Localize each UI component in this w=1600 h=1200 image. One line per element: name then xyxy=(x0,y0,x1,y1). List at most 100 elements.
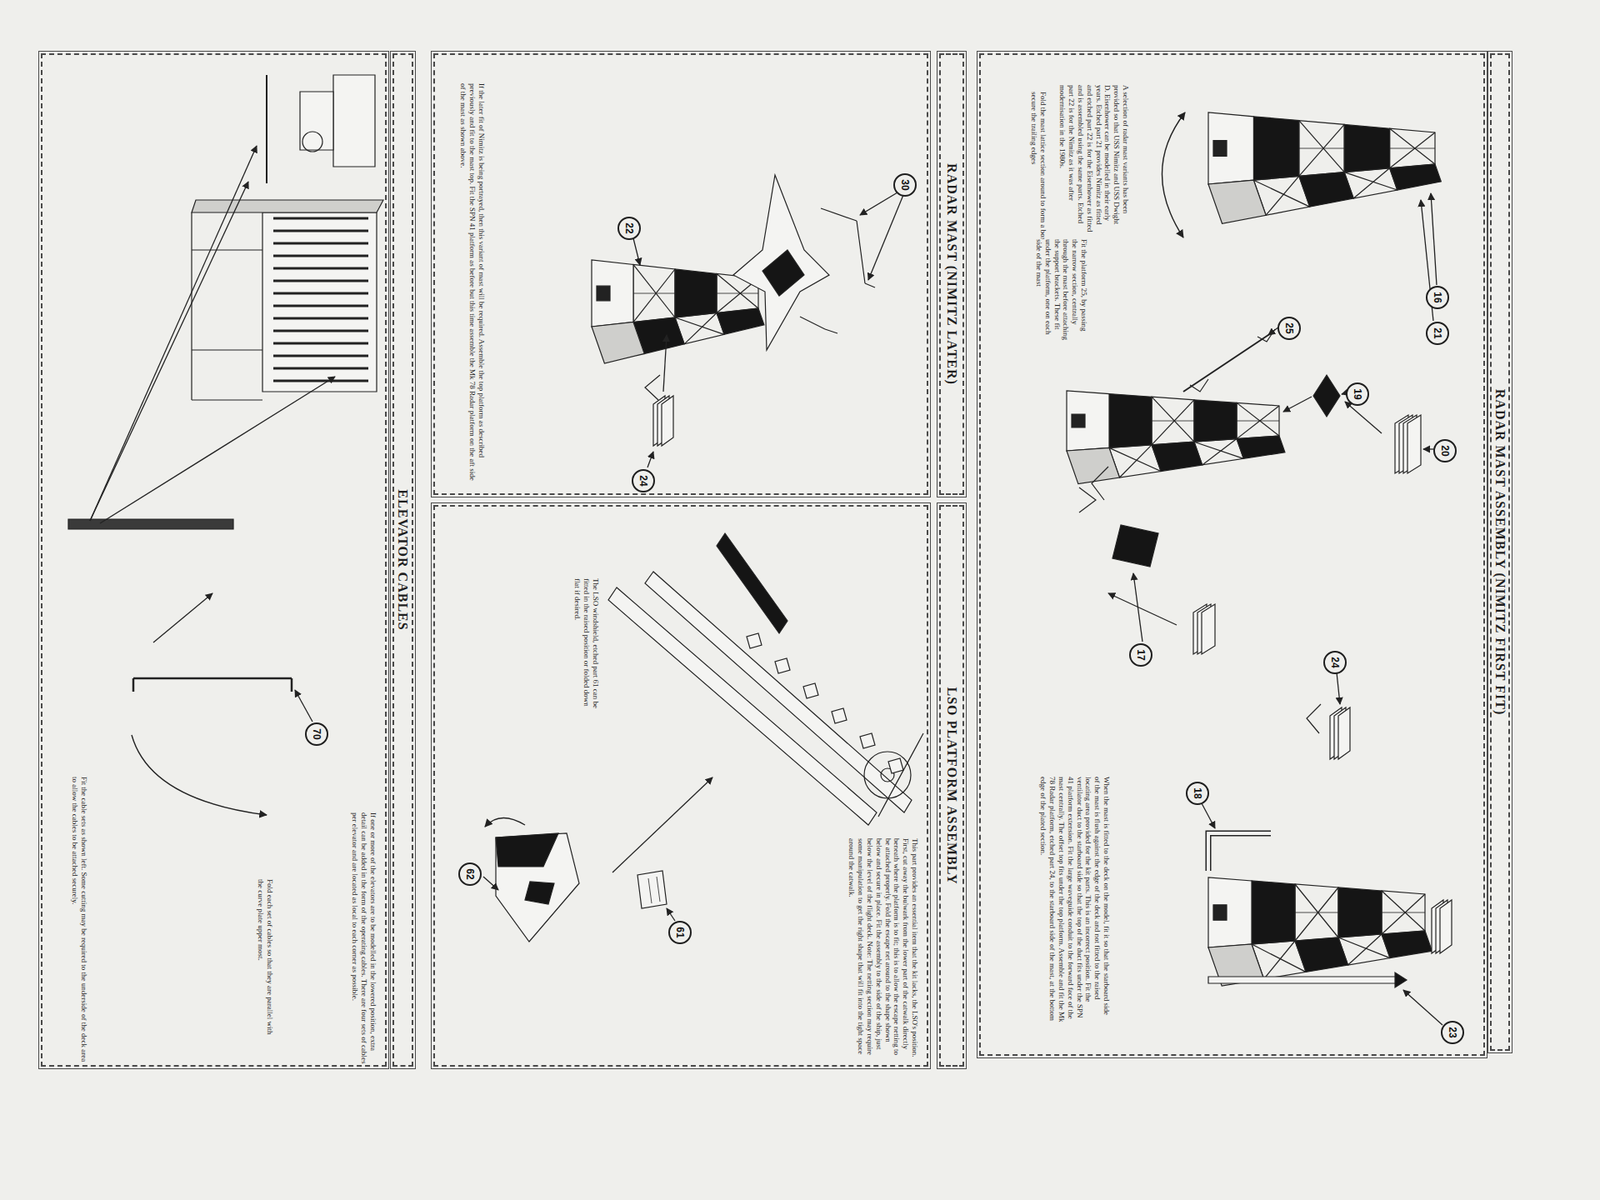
callout-number: 18 xyxy=(1185,781,1210,805)
drawing-shape xyxy=(637,870,667,909)
leader-arrow xyxy=(153,593,213,643)
drawing-shape xyxy=(1112,525,1159,567)
drawing-shape xyxy=(675,269,717,318)
drawing-shape xyxy=(860,733,875,749)
drawing-line xyxy=(273,242,369,245)
leader-arrow xyxy=(483,876,499,890)
instruction-note: Fold each set of cables so that they are… xyxy=(255,879,275,1043)
leader-arrow xyxy=(1108,593,1177,625)
drawing-line xyxy=(656,876,660,902)
drawing-line xyxy=(1119,445,1152,478)
drawing-line xyxy=(1390,148,1435,150)
drawing-shape xyxy=(864,751,911,799)
callout-number: 25 xyxy=(1277,316,1301,340)
drawing-line xyxy=(820,208,857,221)
callout-text: 24 xyxy=(1329,656,1341,668)
instruction-panel: This part provides an essential item tha… xyxy=(433,505,929,1067)
drawing-shape xyxy=(1194,400,1237,442)
drawing-line xyxy=(1236,420,1280,422)
drawing-line xyxy=(1295,912,1339,914)
callout-text: 30 xyxy=(899,179,911,190)
drawing-shape xyxy=(633,265,675,323)
leader-arrow xyxy=(647,451,654,468)
drawing-line xyxy=(1295,887,1339,941)
drawing-line xyxy=(1109,447,1161,471)
drawing-shape xyxy=(716,533,788,634)
drawing-shape xyxy=(1201,604,1215,655)
drawing-shape xyxy=(1213,905,1227,920)
instruction-note: Fit the platform 25, by passing the narr… xyxy=(1034,239,1089,341)
drawing-line xyxy=(273,355,369,358)
drawing-line xyxy=(1257,329,1275,342)
leader-arrow xyxy=(90,181,249,521)
drawing-line xyxy=(273,317,369,320)
instruction-note: This part provides an essential item tha… xyxy=(847,838,920,1063)
drawing-line xyxy=(648,878,652,904)
leader-arrow xyxy=(868,195,904,280)
drawing-shape xyxy=(1295,884,1339,941)
heading-band: ELEVATOR CABLES xyxy=(392,53,414,1067)
drawing-shape xyxy=(596,285,610,301)
callout-text: 25 xyxy=(1283,322,1295,334)
callout-text: 17 xyxy=(1135,649,1147,660)
drawing-shape xyxy=(591,322,645,365)
drawing-shape xyxy=(1440,900,1452,954)
drawing-shape xyxy=(302,131,323,152)
instruction-panel: Fold the mast lattice section around to … xyxy=(979,53,1485,1056)
instruction-note: Fit the cable sets as shown left. Some c… xyxy=(70,776,89,1065)
drawing-line xyxy=(273,255,369,258)
drawing-shape xyxy=(746,633,762,649)
drawing-line xyxy=(856,220,865,284)
drawing-shape xyxy=(1344,124,1390,172)
callout-text: 61 xyxy=(674,926,686,938)
mast-lattice xyxy=(1066,390,1285,485)
callout-number: 22 xyxy=(617,216,641,240)
radar-platform xyxy=(653,395,674,446)
drawing-line xyxy=(1202,439,1237,465)
drawing-line xyxy=(1306,704,1321,734)
drawing-shape xyxy=(1338,707,1350,760)
drawing-shape xyxy=(661,395,674,446)
drawing-shape xyxy=(733,175,830,350)
drawing-line xyxy=(684,313,717,345)
drawing-shape xyxy=(1208,976,1396,984)
callout-text: 24 xyxy=(637,475,650,486)
drawing-shape xyxy=(1390,128,1435,169)
drawing-line xyxy=(273,342,369,345)
drawing-line xyxy=(1194,441,1244,459)
drawing-line xyxy=(1344,172,1398,190)
callout-text: 18 xyxy=(1191,787,1204,799)
drawing-line xyxy=(633,269,675,323)
drawing-shape xyxy=(878,733,924,817)
leader-arrow xyxy=(1201,803,1215,829)
callout-text: 23 xyxy=(1446,1026,1459,1038)
drawing-line xyxy=(1151,420,1195,422)
drawing-shape xyxy=(1208,180,1266,224)
heading-text: LSO PLATFORM ASSEMBLY xyxy=(944,686,960,885)
drawing-shape xyxy=(1395,972,1407,988)
drawing-shape xyxy=(803,683,819,699)
leader-arrow xyxy=(633,238,640,265)
mast-lattice-fitted xyxy=(1208,877,1432,986)
drawing-line xyxy=(1381,890,1425,931)
drawing-line xyxy=(273,267,369,270)
callout-number: 24 xyxy=(631,469,655,493)
heading-band: RADAR MAST ASSEMBLY (NIMITZ FIRST FIT) xyxy=(1490,53,1510,1051)
drawing-line xyxy=(191,349,263,350)
callout-number: 17 xyxy=(1129,643,1153,667)
leader-arrow xyxy=(1283,396,1312,412)
drawing-shape xyxy=(495,833,580,942)
leader-arrow xyxy=(612,777,713,873)
drawing-line xyxy=(1381,894,1425,935)
drawing-line xyxy=(273,367,369,370)
drawing-line xyxy=(273,305,369,308)
drawing-line xyxy=(1151,396,1195,442)
drawing-line xyxy=(1190,379,1209,392)
platform-rings xyxy=(1193,604,1215,655)
leader-arrow xyxy=(666,908,675,921)
callout-text: 21 xyxy=(1431,327,1444,339)
instruction-note: When the mast is fitted to the deck on t… xyxy=(1039,776,1111,1023)
leader-arrow xyxy=(295,690,313,722)
heading-text: RADAR MAST (NIMITZ LATER) xyxy=(944,163,960,385)
drawing-line xyxy=(1236,405,1280,440)
